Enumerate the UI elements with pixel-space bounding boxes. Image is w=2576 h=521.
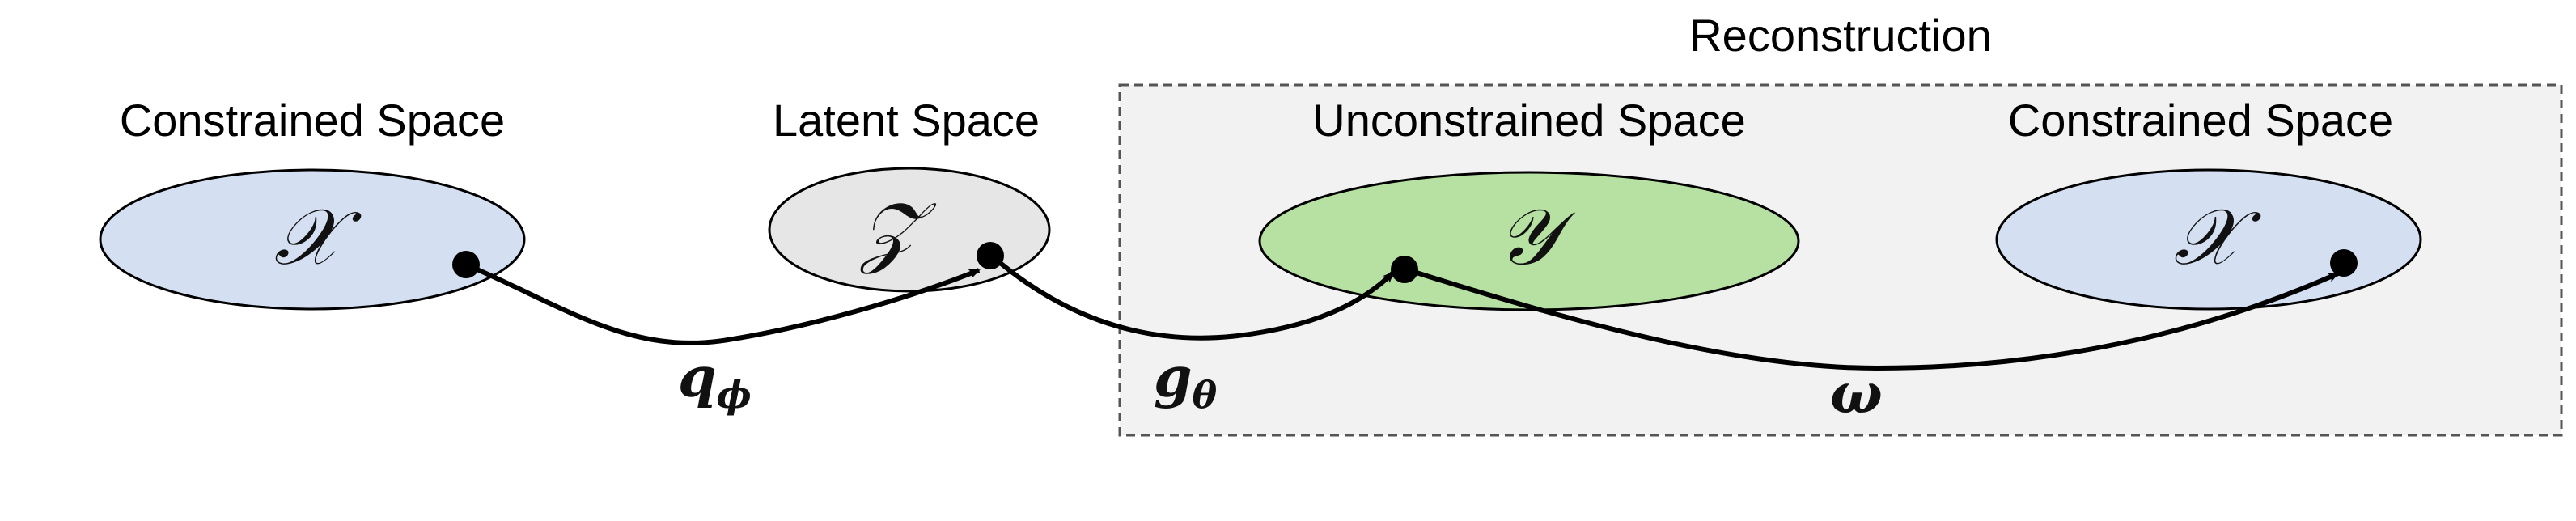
space-label-constrained-output: Constrained Space bbox=[2008, 95, 2393, 146]
point-x-input bbox=[452, 251, 480, 278]
map-label-q-phi: qϕ bbox=[678, 345, 752, 417]
space-label-constrained-input: Constrained Space bbox=[120, 95, 505, 146]
map-q-subscript: ϕ bbox=[717, 373, 752, 417]
space-label-unconstrained: Unconstrained Space bbox=[1312, 95, 1745, 146]
constrained-space-ellipse-output bbox=[1995, 168, 2422, 311]
map-label-g-theta: gθ bbox=[1154, 345, 1218, 417]
map-q-symbol: q bbox=[678, 345, 717, 410]
constrained-space-ellipse-input bbox=[99, 168, 526, 311]
reconstruction-title: Reconstruction bbox=[1689, 10, 1992, 61]
map-label-omega: ω bbox=[1830, 362, 1883, 426]
map-g-symbol: g bbox=[1154, 345, 1193, 410]
arrow-omega bbox=[1405, 267, 2340, 371]
arrow-q-phi bbox=[464, 262, 981, 345]
space-label-latent: Latent Space bbox=[773, 95, 1040, 146]
arrow-g-theta bbox=[992, 255, 1396, 341]
map-g-subscript: θ bbox=[1193, 373, 1218, 417]
point-x-output bbox=[2330, 249, 2358, 277]
point-z bbox=[977, 242, 1004, 269]
point-y bbox=[1391, 256, 1418, 283]
map-omega-symbol: ω bbox=[1830, 362, 1883, 426]
